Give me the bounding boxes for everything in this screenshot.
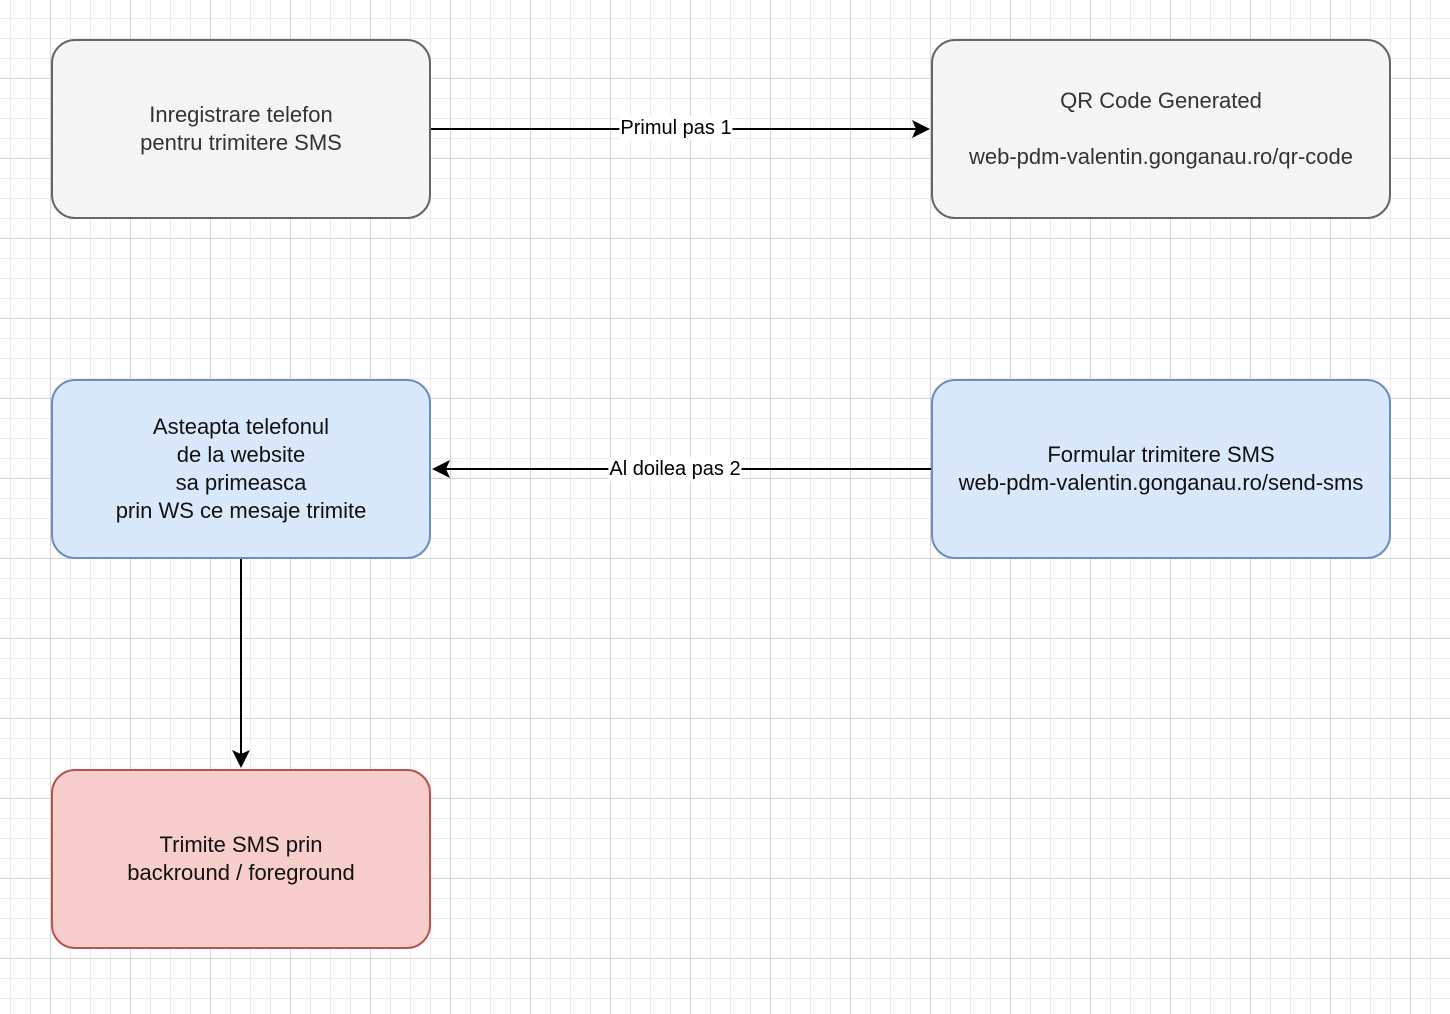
node-sms-form[interactable]: Formular trimitere SMS web-pdm-valentin.… [931,379,1391,559]
node-qr-code-url: web-pdm-valentin.gonganau.ro/qr-code [968,144,1353,169]
edge-step1-arrowhead [912,120,930,138]
edge-step1-label[interactable]: Primul pas 1 [619,116,733,140]
node-send-sms[interactable]: Trimite SMS prin backround / foreground [51,769,431,949]
edge-step3-arrowhead [232,750,250,768]
node-wait-phone-label: Asteapta telefonul de la website sa prim… [115,414,367,523]
node-sms-form-label: Formular trimitere SMS web-pdm-valentin.… [958,442,1364,495]
node-qr-code-title: QR Code Generated [1060,88,1262,113]
edge-step2-label[interactable]: Al doilea pas 2 [608,457,742,481]
edge-step2-arrowhead [432,460,450,478]
node-qr-code[interactable]: QR Code Generated web-pdm-valentin.gonga… [931,39,1391,219]
node-send-sms-label: Trimite SMS prin backround / foreground [127,832,355,885]
node-register-phone-label: Inregistrare telefon pentru trimitere SM… [140,102,342,155]
node-qr-code-content: QR Code Generated web-pdm-valentin.gonga… [969,87,1353,171]
node-register-phone[interactable]: Inregistrare telefon pentru trimitere SM… [51,39,431,219]
node-wait-phone[interactable]: Asteapta telefonul de la website sa prim… [51,379,431,559]
